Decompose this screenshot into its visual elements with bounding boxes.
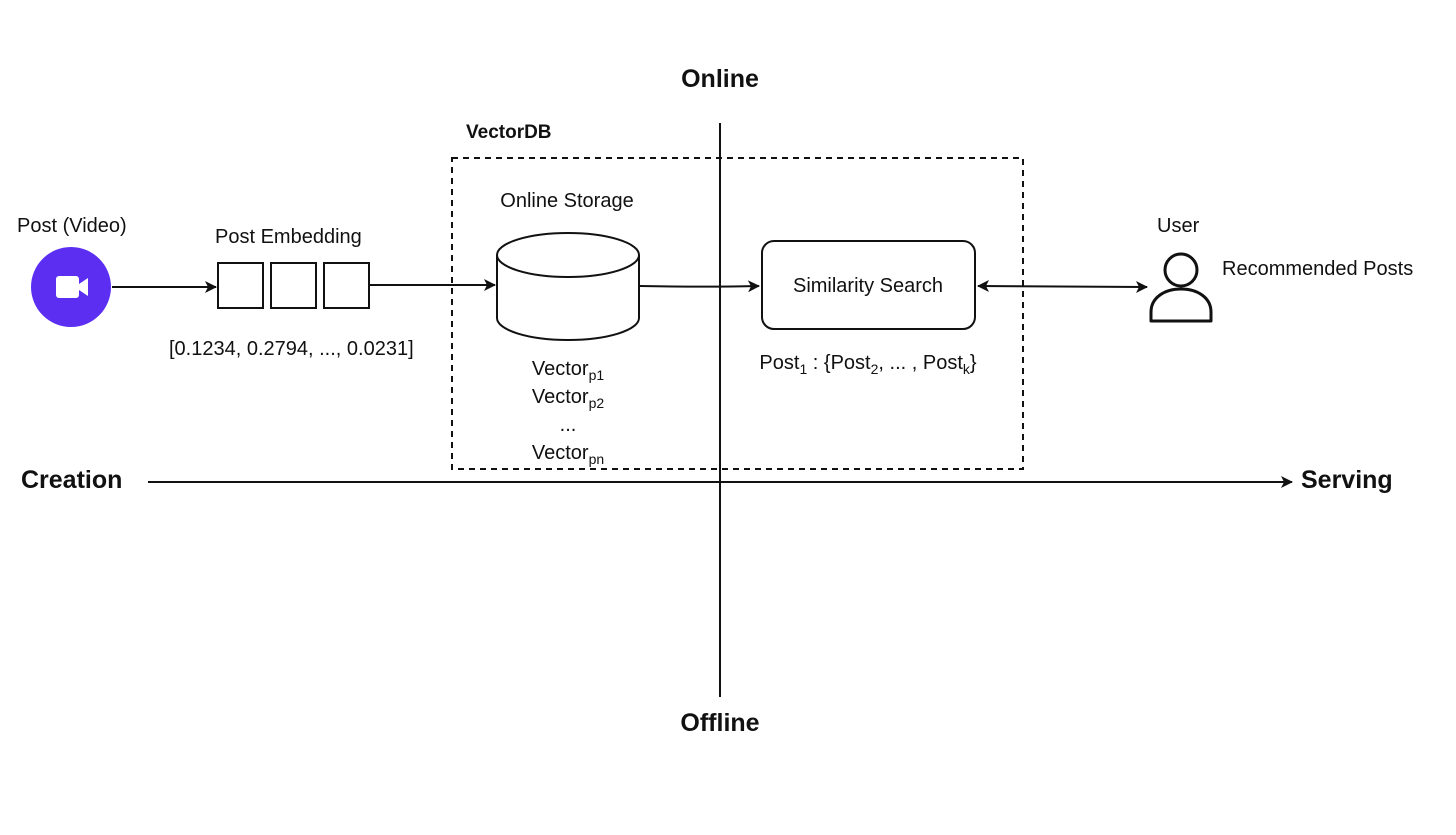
video-camera-icon <box>31 247 111 327</box>
vector-item: Vectorp1 <box>531 358 605 383</box>
post-similarity-formula: Post1 : {Post2, ... , Postk} <box>759 352 977 377</box>
user-icon <box>1149 252 1213 323</box>
similarity-search-label: Similarity Search <box>792 275 944 297</box>
vectordb-label: VectorDB <box>466 122 552 143</box>
post-embedding-label: Post Embedding <box>215 226 362 248</box>
recommended-posts-label: Recommended Posts <box>1222 258 1414 280</box>
embedding-cell-1 <box>217 262 264 309</box>
vector-item: Vectorp2 <box>531 386 605 411</box>
online-label: Online <box>681 65 759 93</box>
vector-ellipsis: ... <box>559 414 577 436</box>
similarity-search-box <box>761 240 976 330</box>
embedding-values: [0.1234, 0.2794, ..., 0.0231] <box>169 338 414 360</box>
serving-label: Serving <box>1301 466 1393 494</box>
vector-list: Vectorp1 Vectorp2 ... Vectorpn <box>488 355 648 467</box>
embedding-cell-2 <box>270 262 317 309</box>
offline-label: Offline <box>680 709 760 737</box>
online-storage-cylinder-icon <box>496 232 640 341</box>
user-label: User <box>1157 215 1200 237</box>
embedding-cell-3 <box>323 262 370 309</box>
creation-label: Creation <box>21 466 123 494</box>
arrow-search-user <box>977 280 1148 293</box>
vectordb-boundary <box>451 157 1024 470</box>
online-storage-label: Online Storage <box>500 190 634 212</box>
arrow-storage-to-search <box>639 280 760 293</box>
vector-item: Vectorpn <box>531 442 605 467</box>
post-video-label: Post (Video) <box>17 215 127 237</box>
